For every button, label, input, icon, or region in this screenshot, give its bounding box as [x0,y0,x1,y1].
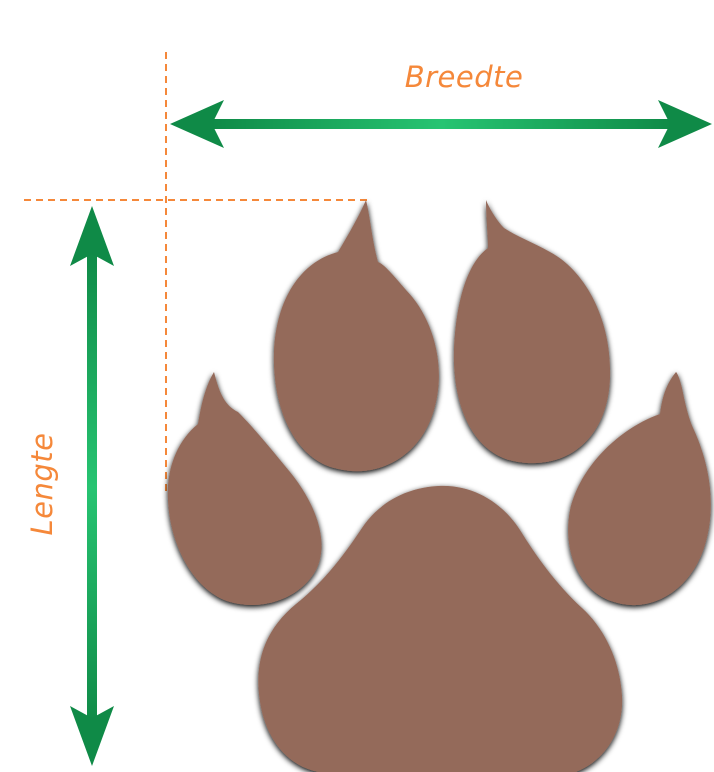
length-label: Lengte [25,433,59,536]
width-label: Breedte [405,60,524,94]
paw-toe-inner-left [274,200,439,471]
length-arrow [70,206,114,766]
paw-toe-inner-right [454,200,610,463]
paw-print-icon [168,200,711,772]
width-arrow [170,100,712,148]
